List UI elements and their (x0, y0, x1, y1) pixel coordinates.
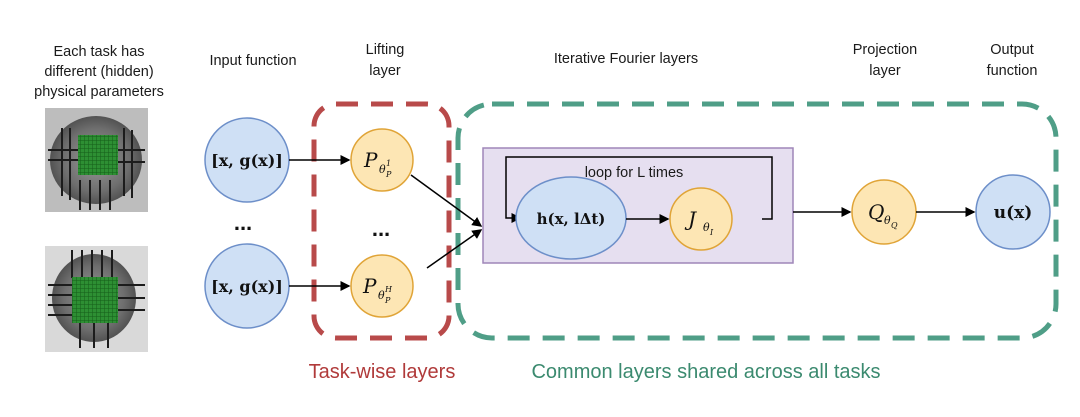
lifting-top-sub2: P (385, 170, 392, 179)
input-ellipsis: ... (234, 210, 252, 235)
j-sub2: I (709, 228, 714, 237)
header-task-params-line1: Each task has (53, 44, 144, 60)
lifting-bottom-sub2: P (384, 296, 391, 305)
h-node-label: h(x, lΔt) (537, 210, 606, 228)
lifting-bottom-sub: θ (378, 289, 385, 302)
lifting-node-bottom-label: P θ H P (362, 274, 393, 305)
lifting-bottom-main: P (362, 274, 377, 298)
lifting-node-bottom (350, 254, 414, 318)
header-projection-layer: Projection layer (853, 42, 917, 79)
task-image-bottom (45, 246, 148, 352)
header-lifting-line1: Lifting (366, 42, 405, 58)
lifting-bottom-sup: H (384, 285, 393, 294)
j-main: J (684, 207, 697, 231)
arrow-lifting-bottom-to-fourier (426, 229, 483, 269)
arrows (289, 155, 976, 291)
h-node (515, 176, 627, 260)
header-task-params-line3: physical parameters (34, 84, 164, 100)
projection-main: Q (868, 200, 884, 224)
lifting-node-top-label: P θ 1 P (363, 148, 392, 179)
task-image-top (45, 108, 148, 212)
header-output-line2: function (987, 63, 1038, 79)
j-node (669, 187, 733, 251)
projection-node-label: Q θ Q (868, 200, 898, 230)
common-dashed-box (455, 101, 1059, 341)
lifting-ellipsis: ... (372, 216, 390, 241)
header-task-params-line2: different (hidden) (44, 64, 153, 80)
output-node (975, 174, 1051, 250)
header-output-function: Output function (987, 42, 1038, 79)
j-sub: θ (703, 221, 710, 234)
loop-label: loop for L times (585, 165, 684, 181)
header-fourier-layers: Iterative Fourier layers (554, 51, 698, 67)
input-node-top-label: [x, g(x)] (211, 151, 283, 170)
common-layers-label: Common layers shared across all tasks (531, 361, 880, 383)
header-projection-line2: layer (869, 63, 901, 79)
task-wise-dashed-box (311, 101, 452, 341)
projection-sub: θ (884, 214, 891, 227)
input-node-bottom-label: [x, g(x)] (211, 277, 283, 296)
output-node-label: u(x) (994, 203, 1033, 223)
projection-sub2: Q (891, 221, 898, 230)
lifting-top-sub: θ (379, 163, 386, 176)
j-node-label: J θ I (684, 207, 714, 237)
lifting-node-top (350, 128, 414, 192)
header-projection-line1: Projection (853, 42, 917, 58)
task-wise-label: Task-wise layers (309, 361, 456, 383)
loop-arrow (505, 156, 773, 223)
lifting-top-main: P (363, 148, 378, 172)
header-lifting-layer: Lifting layer (366, 42, 405, 79)
lifting-top-sup: 1 (386, 159, 391, 168)
arrow-lifting-top-to-fourier (410, 174, 483, 227)
header-lifting-line2: layer (369, 63, 401, 79)
header-input-function: Input function (209, 53, 296, 69)
header-task-params: Each task has different (hidden) physica… (34, 44, 164, 100)
header-output-line1: Output (990, 42, 1034, 58)
